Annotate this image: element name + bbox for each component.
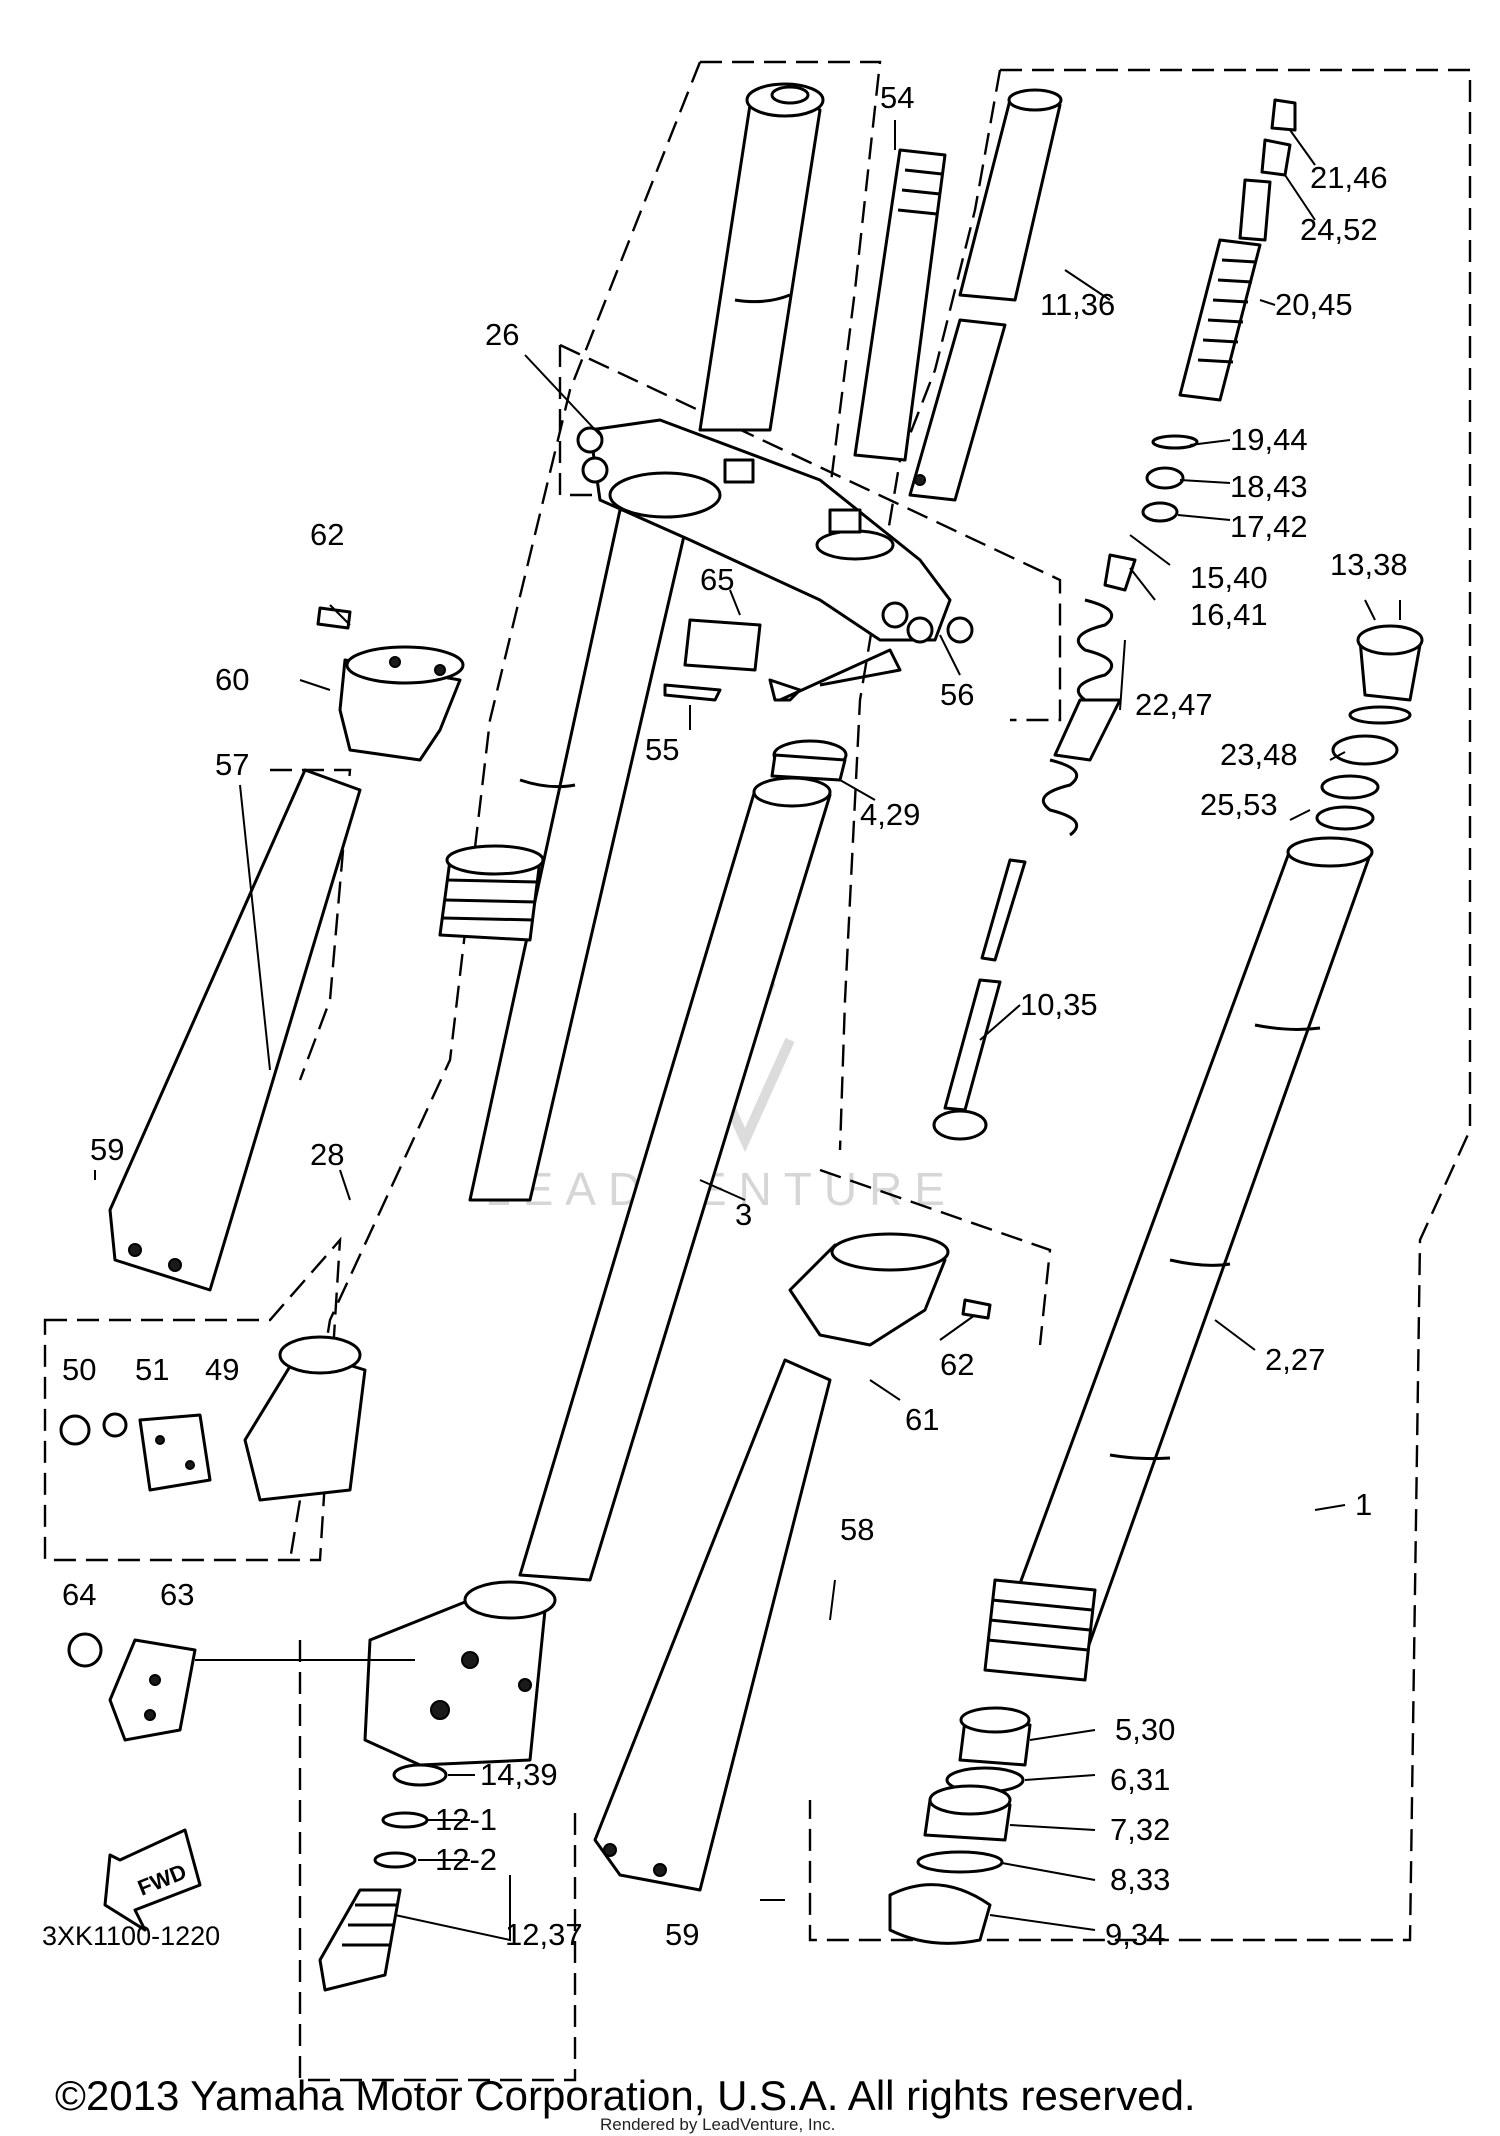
fork-cap-parts [853,88,1063,502]
callout-20-45: 20,45 [1275,287,1353,322]
callout-13-38: 13,38 [1330,547,1408,582]
callout-12-1: 12-1 [435,1802,497,1837]
leader-lines [94,120,1401,1942]
callout-50: 50 [62,1352,96,1387]
callout-49: 49 [205,1352,239,1387]
rendered-by-credit: Rendered by LeadVenture, Inc. [600,2115,835,2134]
callout-24-52: 24,52 [1300,212,1378,247]
copyright-notice: ©2013 Yamaha Motor Corporation, U.S.A. A… [55,2072,1196,2119]
callout-12-2: 12-2 [435,1842,497,1877]
callout-1: 1 [1355,1487,1372,1522]
inner-tube-left [438,82,825,1202]
callout-58: 58 [840,1512,874,1547]
fork-guard-right [593,1232,992,1892]
dust-seal-group [318,1763,448,1992]
triple-clamp-upper [576,418,952,644]
callout-16-41: 16,41 [1190,597,1268,632]
callout-59-right: 59 [665,1917,699,1952]
outer-tube-right [983,836,1374,1682]
seal-stack [888,1706,1032,1945]
callout-2-27: 2,27 [1265,1342,1325,1377]
fwd-arrow-icon: FWD [103,1828,202,1932]
inner-tube-center [518,739,848,1582]
callout-23-48: 23,48 [1220,737,1298,772]
callout-3: 3 [735,1197,752,1232]
brake-hose-bracket [663,616,974,702]
fork-guard-left [108,606,465,1292]
drawing-code: 3XK1100-1220 [42,1921,220,1951]
outer-tube-left-lower [243,1335,557,1767]
callout-7-32: 7,32 [1110,1812,1170,1847]
callout-4-29: 4,29 [860,797,920,832]
callout-57: 57 [215,747,249,782]
axle-clamp-left [59,1412,212,1492]
callout-60: 60 [215,662,249,697]
callout-61: 61 [905,1402,939,1437]
callout-6-31: 6,31 [1110,1762,1170,1797]
axle-bracket [67,1632,197,1742]
callout-62-lower: 62 [940,1347,974,1382]
callout-54: 54 [880,80,914,115]
callout-9-34: 9,34 [1105,1917,1165,1952]
callout-5-30: 5,30 [1115,1712,1175,1747]
callout-56: 56 [940,677,974,712]
callout-64: 64 [62,1577,96,1612]
callout-8-33: 8,33 [1110,1862,1170,1897]
callout-25-53: 25,53 [1200,787,1278,822]
callout-labels: 54 21,46 24,52 11,36 20,45 26 19,44 18,4… [62,80,1408,1952]
callout-10-35: 10,35 [1020,987,1098,1022]
callout-21-46: 21,46 [1310,160,1388,195]
callout-51: 51 [135,1352,169,1387]
callout-55: 55 [645,732,679,767]
callout-59-left: 59 [90,1132,124,1167]
callout-17-42: 17,42 [1230,509,1308,544]
callout-19-44: 19,44 [1230,422,1308,457]
callout-26: 26 [485,317,519,352]
callout-28: 28 [310,1137,344,1172]
callout-12-37: 12,37 [505,1917,583,1952]
callout-18-43: 18,43 [1230,469,1308,504]
callout-14-39: 14,39 [480,1757,558,1792]
callout-65: 65 [700,562,734,597]
damper-rod-group [932,98,1297,1141]
callout-11-36: 11,36 [1040,287,1115,322]
callout-15-40: 15,40 [1190,560,1268,595]
fork-cap-right [1315,624,1424,831]
callout-63: 63 [160,1577,194,1612]
callout-22-47: 22,47 [1135,687,1213,722]
callout-62-upper: 62 [310,517,344,552]
